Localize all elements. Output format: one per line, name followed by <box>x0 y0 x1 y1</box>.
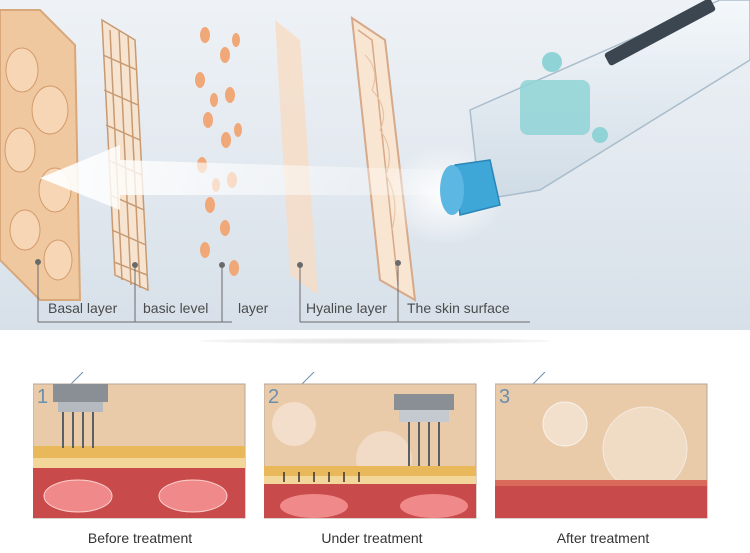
step-number-1: 1 <box>37 386 49 408</box>
step-panel-after: 3 <box>495 372 709 520</box>
label-skin-surface: The skin surface <box>407 300 510 316</box>
caption-before-treatment: Before treatment <box>87 530 193 546</box>
basal-layer-block <box>0 9 82 301</box>
label-hyaline-layer: Hyaline layer <box>306 300 387 316</box>
step-number-3: 3 <box>499 386 511 408</box>
caption-after-treatment: After treatment <box>556 530 650 546</box>
step-number-2: 2 <box>268 386 280 408</box>
step-panel-under: 2 <box>264 372 478 520</box>
step-1-illustration <box>33 372 246 519</box>
label-pointer-lines <box>35 259 530 323</box>
skin-layers-diagram: Basal layer basic level layer Hyaline la… <box>0 0 750 330</box>
label-basal-layer: Basal layer <box>48 300 118 316</box>
hyaline-layer-sheet <box>275 20 318 295</box>
injector-device-illustration <box>385 0 750 245</box>
label-basic-level: basic level <box>143 300 209 316</box>
skin-layers-illustration <box>0 0 750 330</box>
section-divider <box>200 338 550 344</box>
step-3-illustration <box>495 372 708 519</box>
penetration-arrow <box>40 145 440 210</box>
step-2-illustration <box>264 372 477 519</box>
step-panel-before: 1 <box>33 372 247 520</box>
caption-under-treatment: Under treatment <box>321 530 423 546</box>
label-granular-layer: layer <box>238 300 269 316</box>
